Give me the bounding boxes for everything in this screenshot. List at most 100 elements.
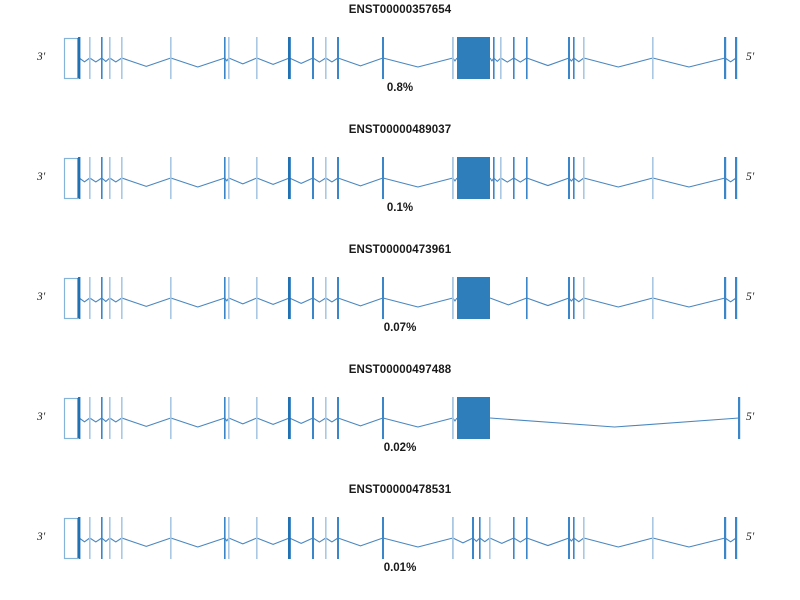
intron-line <box>89 537 103 543</box>
intron-line <box>101 537 111 543</box>
exon-tick <box>170 277 172 319</box>
intron-lines-group <box>77 177 737 188</box>
exon-tick <box>170 397 172 439</box>
exon-tick <box>472 517 474 559</box>
intron-line <box>121 177 171 187</box>
exon-tick <box>500 157 502 199</box>
intron-lines-group <box>77 537 737 548</box>
exon-tick <box>337 277 339 319</box>
exon-tick <box>489 517 491 559</box>
transcript-structure-svg <box>63 397 741 440</box>
intron-line <box>256 177 290 185</box>
exon-tick <box>735 157 738 199</box>
intron-line <box>256 297 290 305</box>
exon-tick <box>573 517 575 559</box>
intron-line <box>583 177 653 188</box>
intron-line <box>101 57 111 63</box>
intron-line <box>89 417 103 423</box>
exon-tick <box>288 397 291 439</box>
intron-line <box>78 297 91 303</box>
utr-box-right-edge <box>77 398 80 438</box>
intron-line <box>170 297 225 308</box>
exon-tick <box>109 37 111 79</box>
exon-tick <box>325 157 327 199</box>
intron-line <box>573 297 585 303</box>
intron-line <box>652 297 726 308</box>
exon-tick <box>256 517 258 559</box>
exon-tick <box>224 277 226 319</box>
exon-tick <box>735 37 738 79</box>
exon-tick <box>228 37 230 79</box>
exon-tick <box>493 157 495 199</box>
intron-line <box>256 57 290 65</box>
exon-tick <box>526 37 528 79</box>
intron-line <box>573 57 585 63</box>
exon-tick <box>89 517 91 559</box>
intron-line <box>489 417 740 428</box>
intron-line <box>109 297 123 303</box>
intron-line <box>479 537 491 543</box>
intron-line <box>312 417 327 423</box>
exon-tick <box>452 397 454 439</box>
transcript-title: ENST00000357654 <box>348 4 452 16</box>
exon-tick <box>312 277 314 319</box>
exon-tick <box>325 517 327 559</box>
intron-line <box>526 177 570 187</box>
transcript-title: ENST00000478531 <box>348 484 452 496</box>
exon-tick <box>89 37 91 79</box>
transcript-title: ENST00000489037 <box>348 124 452 136</box>
intron-line <box>121 297 171 307</box>
exon-tick <box>652 277 654 319</box>
exon-tick <box>724 277 727 319</box>
exon-tick <box>256 277 258 319</box>
intron-line <box>170 177 225 188</box>
intron-line <box>121 537 171 547</box>
exon-tick <box>337 517 339 559</box>
intron-line <box>493 177 502 182</box>
intron-line <box>289 297 314 304</box>
transcript-structure-svg <box>63 157 738 200</box>
intron-line <box>325 297 339 303</box>
exon-tick <box>652 157 654 199</box>
utr-box-right-edge <box>77 158 80 198</box>
five-prime-end-label: 5' <box>746 411 755 423</box>
exon-tick <box>568 277 570 319</box>
exon-ticks-group <box>78 397 741 439</box>
intron-line <box>312 57 327 63</box>
exon-tick <box>89 277 91 319</box>
exon-tick <box>568 157 570 199</box>
intron-line <box>312 297 327 303</box>
exon-tick <box>583 517 585 559</box>
exon-tick <box>228 157 230 199</box>
intron-line <box>337 417 384 427</box>
exon-tick <box>224 397 226 439</box>
exon-tick <box>513 157 515 199</box>
exon-tick <box>312 157 314 199</box>
intron-line <box>325 57 339 63</box>
intron-line <box>325 177 339 183</box>
exon-tick <box>109 157 111 199</box>
exon-tick <box>101 37 103 79</box>
utr-box-right-edge <box>77 278 80 318</box>
intron-line <box>526 537 570 547</box>
exon-tick <box>288 37 291 79</box>
exon-tick <box>573 37 575 79</box>
transcript-title: ENST00000497488 <box>348 364 452 376</box>
intron-line <box>337 537 384 547</box>
transcript-structure-svg <box>63 37 738 80</box>
intron-line <box>472 537 481 542</box>
exon-tick <box>568 37 570 79</box>
filled-exon-block <box>457 397 490 439</box>
transcript-percent-label: 0.02% <box>383 442 417 454</box>
filled-exon-block <box>457 37 490 79</box>
exon-tick <box>382 157 384 199</box>
exon-tick <box>452 517 454 559</box>
intron-line <box>337 57 384 67</box>
intron-line <box>489 537 515 544</box>
five-prime-end-label: 5' <box>746 531 755 543</box>
exon-tick <box>121 397 123 439</box>
intron-line <box>452 537 474 544</box>
